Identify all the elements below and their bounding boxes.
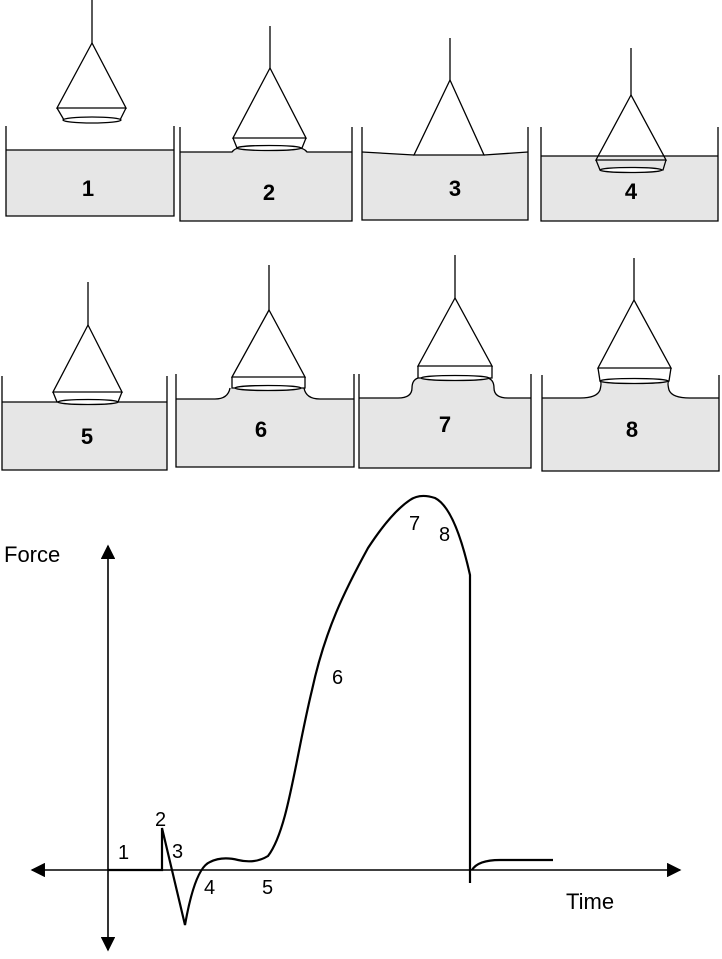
stage-number: 2 xyxy=(263,180,275,205)
probe-2 xyxy=(231,26,308,152)
point-label-1: 1 xyxy=(118,842,129,864)
stage-number: 3 xyxy=(449,176,461,201)
beaker-1 xyxy=(5,126,175,217)
probe-8 xyxy=(596,258,673,385)
point-label-2: 2 xyxy=(155,809,166,831)
liquid-surface-7 xyxy=(359,377,531,399)
stage-number: 6 xyxy=(255,417,267,442)
liquid-7 xyxy=(359,378,531,468)
liquid-3 xyxy=(362,152,528,220)
stage-6-panel: 6 xyxy=(175,265,355,468)
stage-number: 1 xyxy=(82,176,94,201)
liquid-1 xyxy=(6,150,174,216)
point-label-6: 6 xyxy=(332,667,343,689)
beaker-3 xyxy=(361,127,529,221)
liquid-4 xyxy=(541,156,718,221)
liquid-surface-3 xyxy=(361,151,529,156)
stage-number: 4 xyxy=(625,179,638,204)
beaker-6 xyxy=(175,374,355,468)
stage-8-panel: 8 xyxy=(541,258,720,472)
stage-5-panel: 5 xyxy=(1,282,168,471)
point-label-3: 3 xyxy=(172,841,183,863)
liquid-2 xyxy=(180,148,352,221)
beaker-2 xyxy=(179,127,353,222)
stage-1-panel: 1 xyxy=(5,0,175,217)
probe-4 xyxy=(594,48,668,174)
stage-number: 5 xyxy=(81,424,93,449)
force-time-graph: Force Time 1 2 3 4 5 6 7 8 xyxy=(4,494,682,952)
stage-7-panel: 7 xyxy=(358,255,532,469)
force-curve xyxy=(108,494,553,926)
probe-3 xyxy=(412,38,486,156)
stage-number: 8 xyxy=(626,417,638,442)
liquid-5 xyxy=(2,402,167,470)
liquid-surface-8 xyxy=(542,380,719,399)
liquid-surface-6 xyxy=(176,387,354,400)
y-axis-label: Force xyxy=(4,542,60,567)
point-label-5: 5 xyxy=(262,877,273,899)
probe-7 xyxy=(416,255,494,382)
beaker-5 xyxy=(1,376,168,471)
x-axis-label: Time xyxy=(566,889,614,914)
point-label-4: 4 xyxy=(204,877,215,899)
point-label-8: 8 xyxy=(439,524,450,546)
beaker-4 xyxy=(540,127,719,222)
beaker-7 xyxy=(358,374,532,469)
point-label-7: 7 xyxy=(409,513,420,535)
beaker-8 xyxy=(541,375,720,472)
probe-5 xyxy=(51,282,124,406)
stage-3-panel: 3 xyxy=(361,38,529,221)
probe-1 xyxy=(55,0,128,124)
stage-4-panel: 4 xyxy=(540,48,719,222)
liquid-6 xyxy=(176,388,354,467)
probe-6 xyxy=(230,265,307,392)
stage-number: 7 xyxy=(439,412,451,437)
liquid-8 xyxy=(542,381,719,471)
stage-2-panel: 2 xyxy=(179,26,353,222)
